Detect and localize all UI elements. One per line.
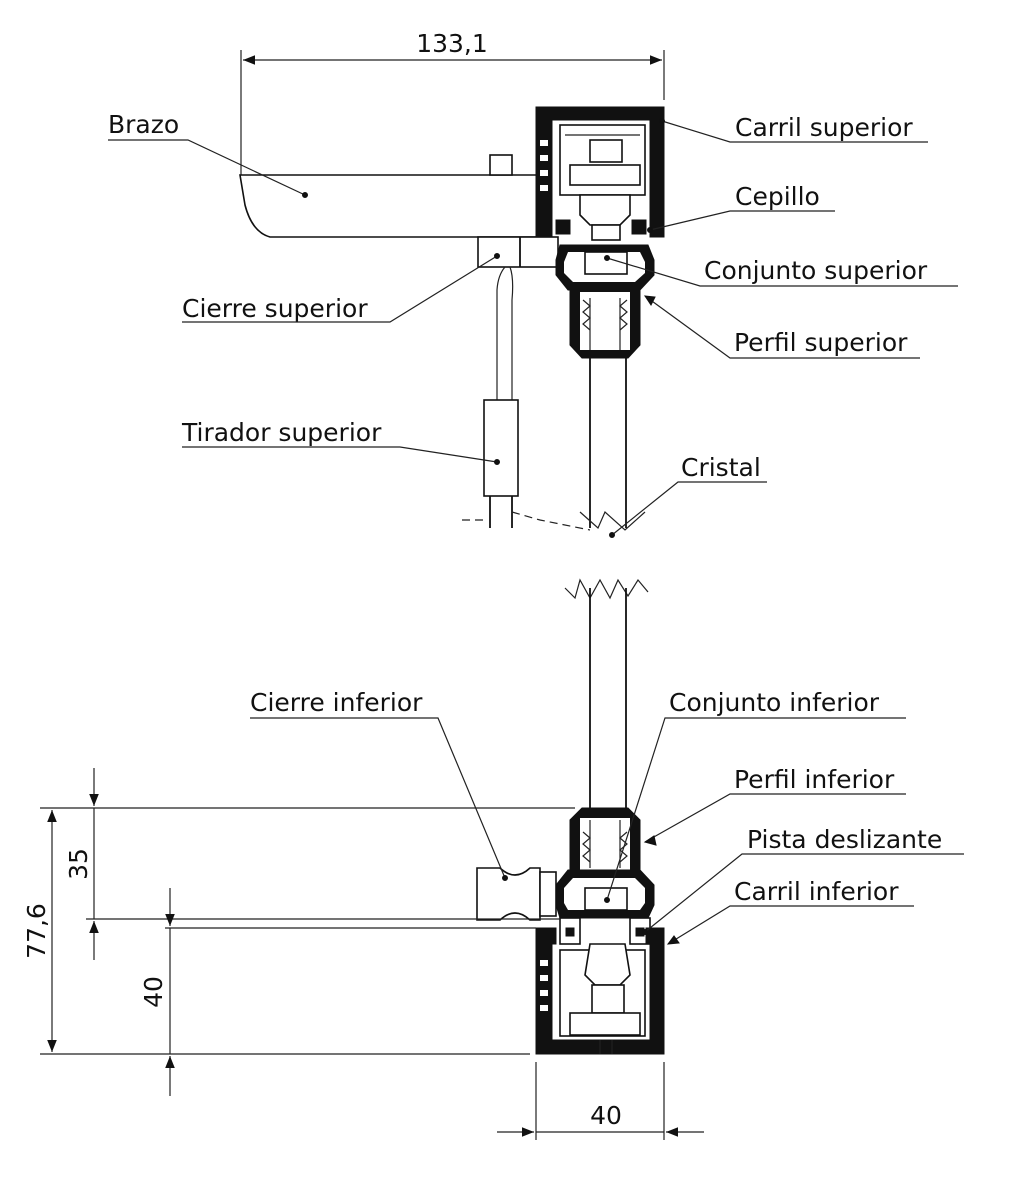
dimension-width-total: 133,1	[240, 29, 665, 175]
label-brazo: Brazo	[108, 110, 179, 139]
dimension-height-35-text: 35	[64, 848, 93, 880]
dimension-width-40: 40	[497, 1062, 704, 1140]
lower-carriage	[555, 869, 655, 919]
upper-rail	[535, 106, 665, 241]
label-perfil-inferior: Perfil inferior	[734, 765, 895, 794]
lower-labels: Cierre inferior Conjunto inferior Perfil…	[250, 688, 964, 945]
dimension-width-total-text: 133,1	[416, 29, 488, 58]
label-cierre-superior: Cierre superior	[182, 294, 368, 323]
lower-lock	[476, 867, 557, 921]
dimension-height-40: 40	[139, 888, 536, 1096]
dimension-height-35: 35	[64, 768, 560, 960]
lower-assembly	[476, 578, 665, 1055]
sliding-track	[559, 917, 651, 945]
glass-lower	[564, 578, 649, 810]
lower-lock-knob	[476, 867, 541, 921]
dimension-width-40-text: 40	[590, 1101, 622, 1130]
label-conjunto-inferior: Conjunto inferior	[669, 688, 880, 717]
arm-body	[239, 174, 541, 238]
label-tirador-superior: Tirador superior	[181, 418, 382, 447]
lower-profile	[569, 807, 641, 871]
upper-profile	[569, 289, 641, 359]
label-cierre-inferior: Cierre inferior	[250, 688, 423, 717]
dimension-height-total-text: 77,6	[22, 903, 51, 959]
upper-handle-grip	[483, 399, 519, 497]
label-carril-superior: Carril superior	[735, 113, 913, 142]
arm-knob	[489, 154, 513, 176]
label-pista-deslizante: Pista deslizante	[747, 825, 942, 854]
upper-lock-block	[477, 236, 559, 268]
dimension-height-total: 77,6	[22, 807, 575, 1055]
label-carril-inferior: Carril inferior	[734, 877, 899, 906]
label-perfil-superior: Perfil superior	[734, 328, 908, 357]
glass-upper	[579, 358, 646, 531]
label-conjunto-superior: Conjunto superior	[704, 256, 928, 285]
upper-assembly	[239, 106, 665, 531]
label-cristal: Cristal	[681, 453, 761, 482]
lower-rail	[535, 927, 665, 1055]
upper-handle	[462, 266, 591, 531]
dimension-height-40-text: 40	[139, 976, 168, 1008]
label-cepillo: Cepillo	[735, 182, 820, 211]
upper-labels: Brazo Carril superior Cepillo Conjunto s…	[108, 110, 958, 538]
